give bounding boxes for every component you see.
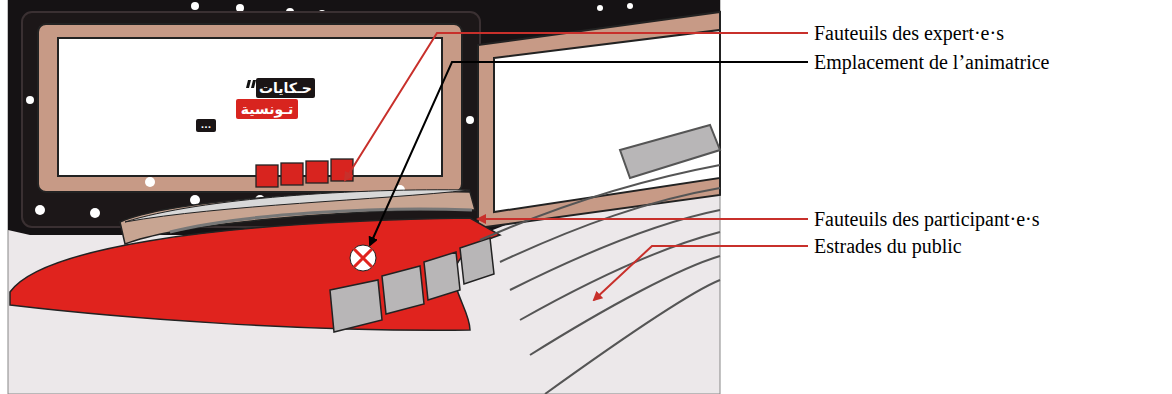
callout-label: Fauteuils des participant·e·s bbox=[814, 207, 1040, 231]
host-spot bbox=[350, 245, 376, 271]
logo-text: حـكايات bbox=[259, 81, 312, 95]
leader-line bbox=[345, 33, 808, 180]
callout-label: Estrades du public bbox=[814, 234, 962, 258]
stage-floor bbox=[10, 218, 500, 330]
leader-line bbox=[478, 218, 808, 220]
host-cross bbox=[354, 249, 372, 267]
screen-outer bbox=[22, 12, 480, 227]
leader-line bbox=[594, 246, 808, 300]
screen bbox=[58, 38, 442, 176]
audience-tiers bbox=[480, 125, 720, 394]
floor bbox=[8, 0, 720, 394]
expert-chairs bbox=[256, 159, 353, 187]
logo-text: ... bbox=[201, 121, 211, 130]
desk-top bbox=[125, 190, 470, 222]
logo-text: تـونسية bbox=[241, 102, 294, 116]
logo-box: ... bbox=[196, 119, 216, 132]
screen-frame bbox=[38, 24, 462, 192]
callout-label: Fauteuils des expert·e·s bbox=[814, 21, 1004, 45]
participant-chairs bbox=[330, 238, 494, 332]
quote-mark bbox=[246, 80, 256, 88]
callout-label: Emplacement de l’animatrice bbox=[814, 50, 1049, 74]
logo-box: تـونسية bbox=[236, 99, 298, 119]
desk-stripe bbox=[170, 209, 472, 232]
leader-line bbox=[370, 62, 808, 245]
logo-box: حـكايات bbox=[256, 78, 315, 98]
side-screen bbox=[494, 30, 720, 212]
